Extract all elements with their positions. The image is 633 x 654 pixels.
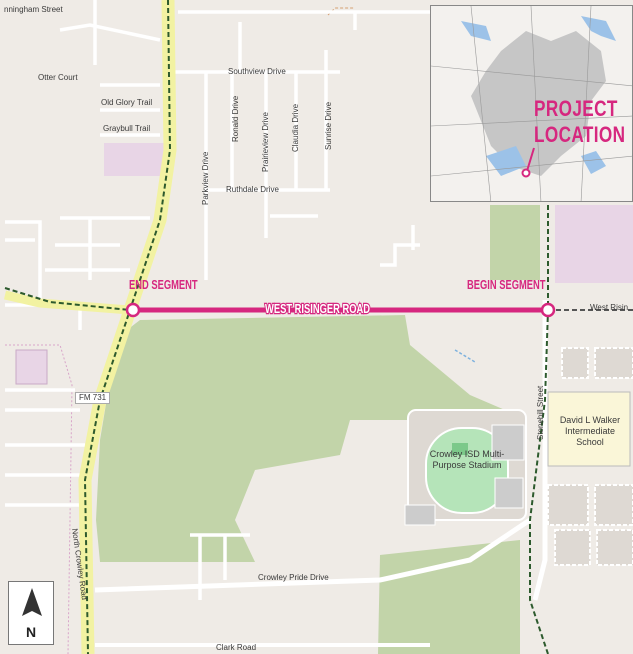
- residential-streets: [5, 0, 430, 600]
- park-area-southeast: [378, 540, 520, 654]
- street-label-ronald: Ronald Drive: [231, 95, 240, 142]
- pink-area-north: [104, 143, 164, 176]
- pink-area-northeast: [555, 205, 633, 283]
- street-label-ruthdale: Ruthdale Drive: [226, 185, 279, 194]
- road-name-label: WEST RISINGER ROAD: [264, 300, 371, 318]
- stadium-center: [452, 443, 468, 455]
- crowley-pride-drive: [94, 517, 532, 593]
- inset-lake-north: [581, 16, 616, 41]
- street-label-claudia: Claudia Drive: [291, 103, 300, 152]
- street-label-parkview: Parkview Drive: [201, 151, 210, 205]
- inset-roads: [431, 6, 632, 201]
- inset-lake-northwest: [461, 21, 491, 41]
- end-segment-label: END SEGMENT: [129, 277, 198, 292]
- inset-lake-southeast: [581, 151, 606, 174]
- park-area-east: [490, 205, 540, 280]
- street-label-crowley-pride: Crowley Pride Drive: [258, 573, 329, 582]
- street-label-cunningham: nningham Street: [4, 5, 63, 14]
- park-area-central: [96, 315, 505, 562]
- inset-label-line1: PROJECT: [534, 96, 618, 121]
- north-arrow-icon: [22, 588, 42, 616]
- street-label-southview: Southview Drive: [228, 67, 286, 76]
- inset-locator-map: PROJECT LOCATION: [430, 5, 633, 202]
- north-arrow: N: [8, 581, 54, 645]
- street-label-clark: Clark Road: [216, 643, 257, 652]
- street-label-fm731: FM 731: [75, 392, 111, 404]
- school-area: [547, 391, 631, 467]
- stadium-field: [425, 427, 509, 514]
- street-label-prairieview: Prairieview Drive: [261, 111, 270, 172]
- inset-label-line2: LOCATION: [534, 122, 626, 147]
- street-label-west-risinger-east: West Risin: [590, 303, 629, 312]
- street-label-old-glory: Old Glory Trail: [101, 98, 153, 107]
- railroad-west: [4, 287, 131, 311]
- pink-area-west: [15, 349, 48, 385]
- stream-east: [454, 349, 476, 363]
- parcel-blocks: [547, 347, 633, 566]
- inset-urban-area: [471, 31, 606, 176]
- stadium-stand-southwest: [404, 504, 436, 526]
- begin-segment-label: BEGIN SEGMENT: [467, 277, 546, 292]
- end-segment-marker: [125, 302, 141, 318]
- stonehill-street: [532, 300, 548, 601]
- inset-map-canvas: [431, 6, 632, 201]
- stadium-stand-east: [491, 424, 525, 461]
- inset-leader-line: [526, 147, 535, 172]
- stadium-stand-southeast: [494, 477, 524, 509]
- street-label-stonehill: Stonehill Street: [536, 385, 545, 440]
- school-label: David L Walker Intermediate School: [559, 415, 621, 447]
- street-label-graybull: Graybull Trail: [103, 124, 151, 133]
- inset-project-marker: [521, 168, 531, 178]
- north-arrow-label: N: [25, 624, 37, 640]
- begin-segment-marker: [540, 302, 556, 318]
- inset-lake-south: [486, 146, 526, 176]
- street-label-sunrise: Sunrise Drive: [324, 101, 333, 150]
- street-label-otter: Otter Court: [38, 73, 78, 82]
- stadium-label: Crowley ISD Multi-Purpose Stadium: [429, 449, 505, 470]
